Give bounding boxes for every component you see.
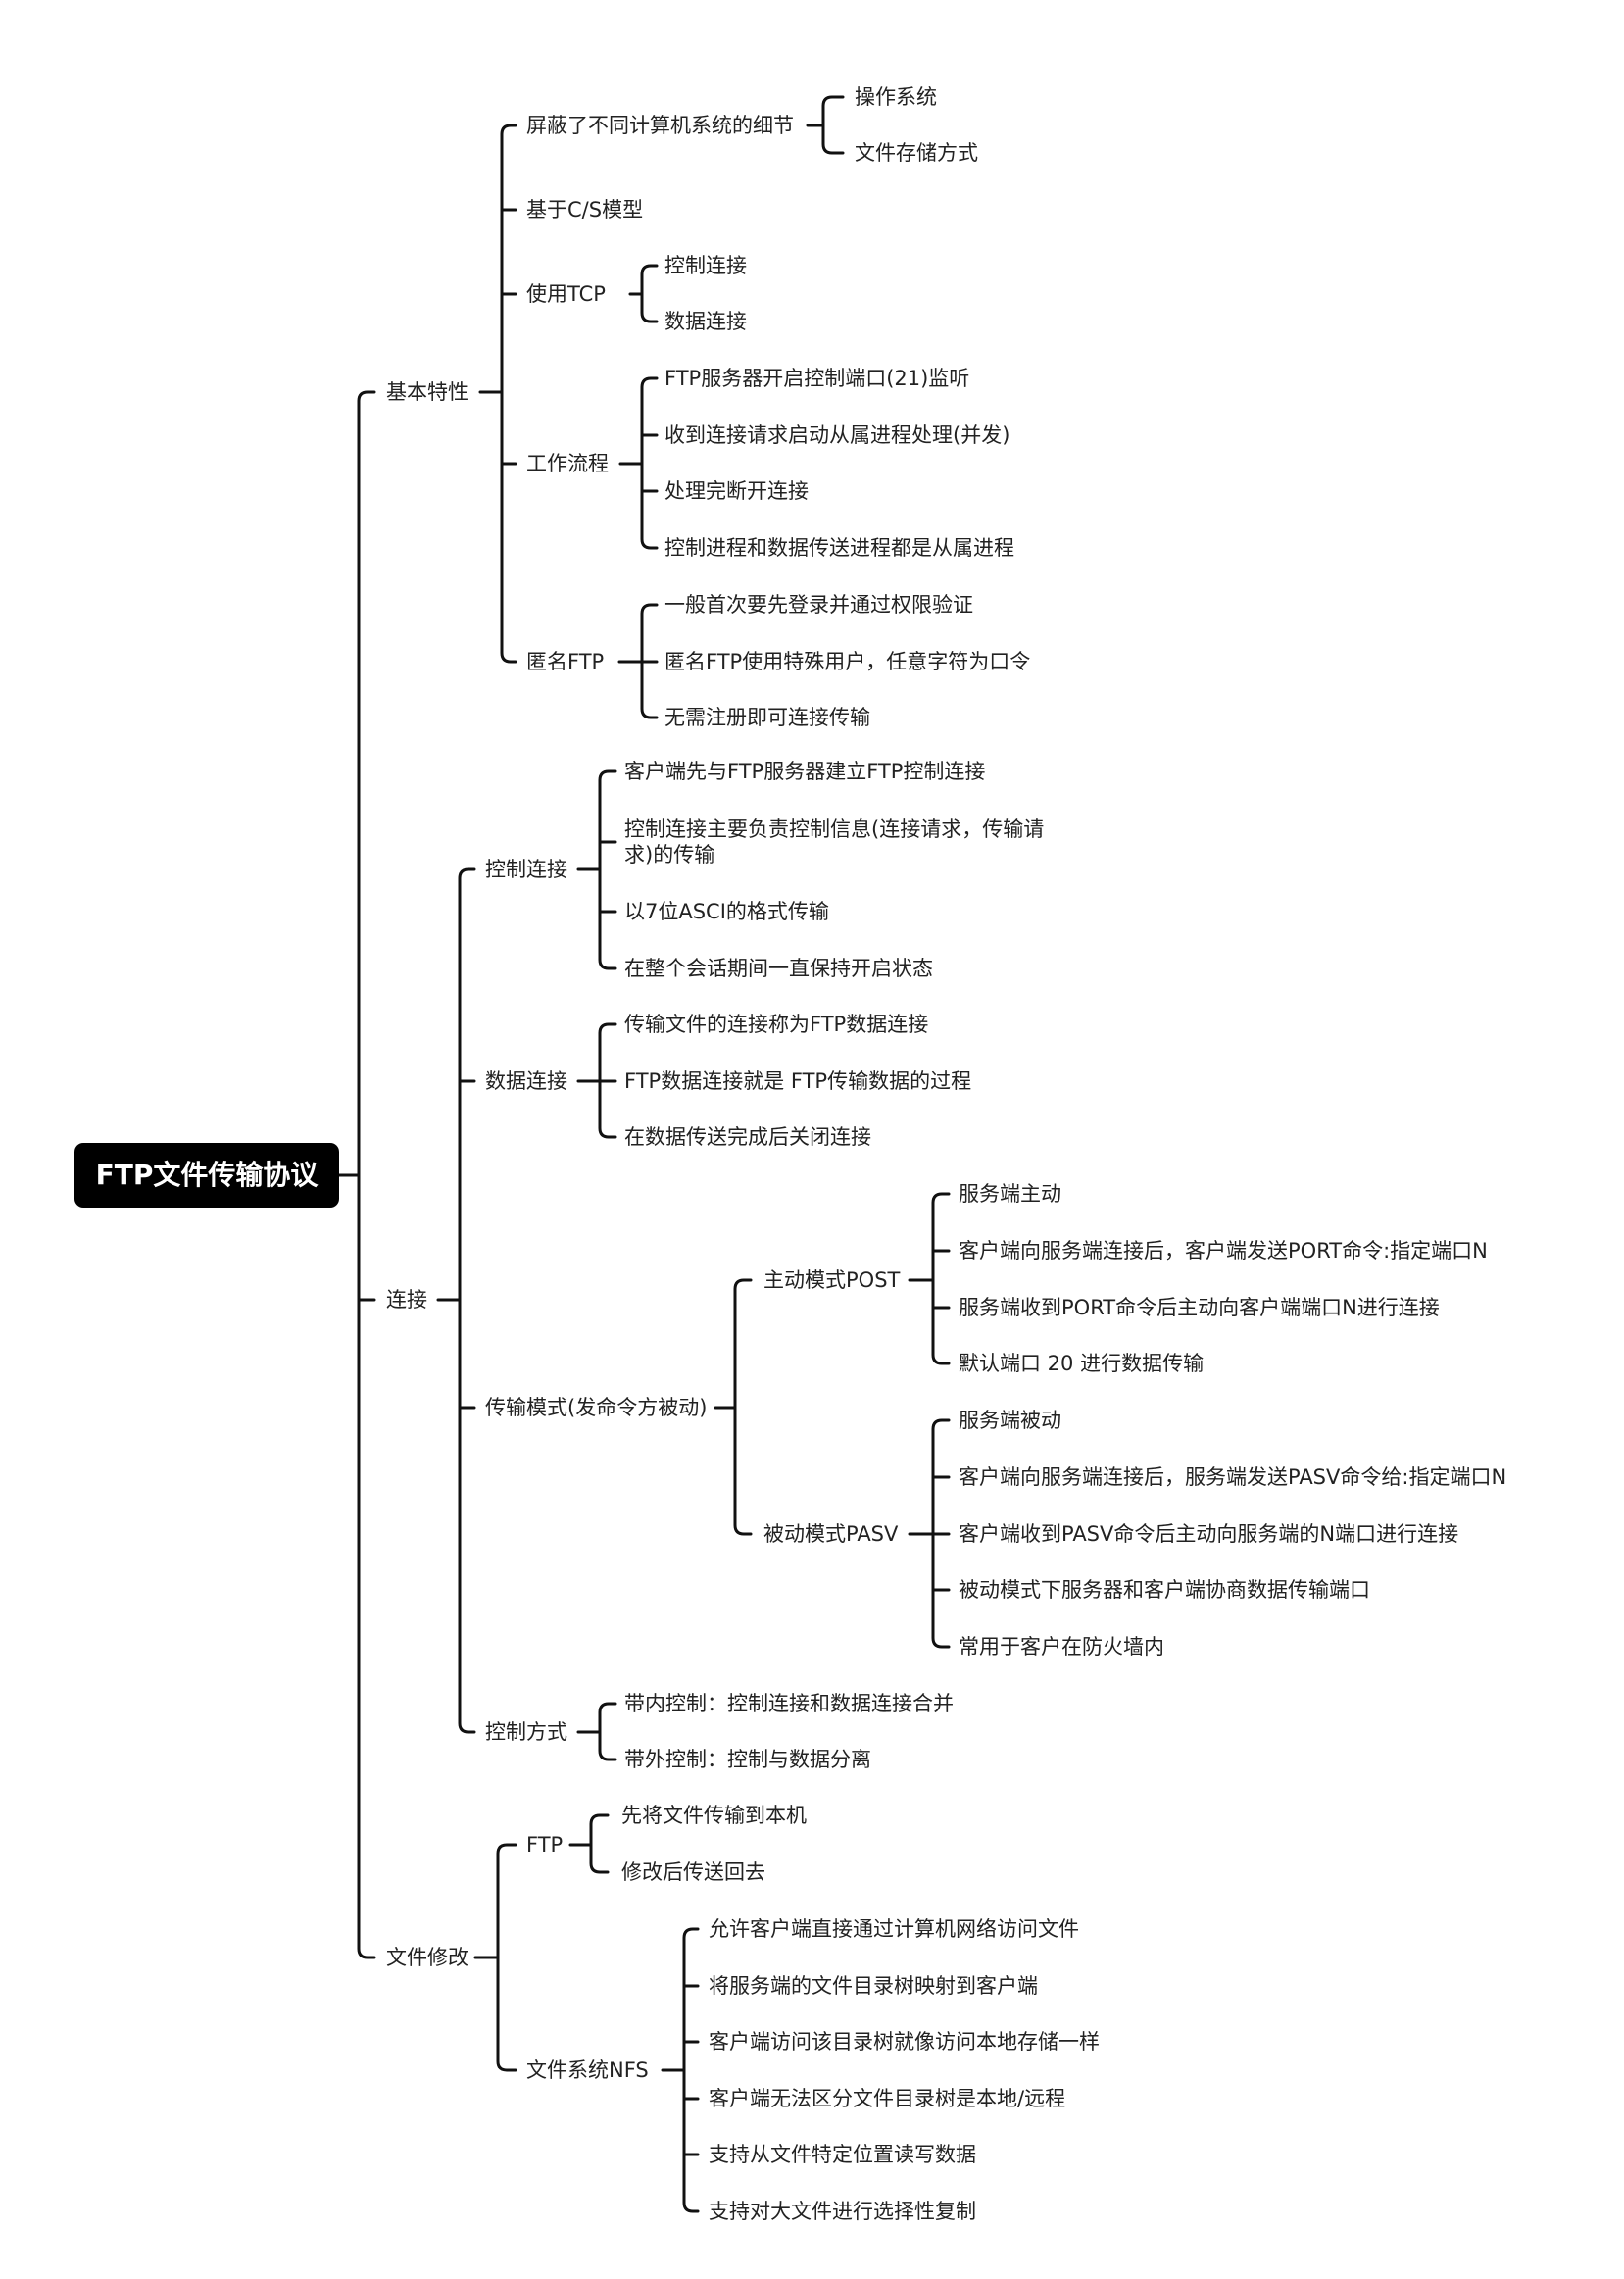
mode-bracket-spine bbox=[733, 1278, 753, 1536]
node-transfer-mode: 传输模式(发命令方被动) bbox=[485, 1396, 708, 1419]
leaf-nfs-4: 客户端无法区分文件目录树是本地/远程 bbox=[709, 2087, 1066, 2110]
leaf-anon-2: 匿名FTP使用特殊用户，任意字符为口令 bbox=[664, 650, 1031, 673]
leaf-nfs-3: 客户端访问该目录树就像访问本地存储一样 bbox=[709, 2030, 1100, 2054]
basic-bracket-spine bbox=[500, 124, 517, 664]
leaf-workflow-2: 收到连接请求启动从属进程处理(并发) bbox=[664, 423, 1010, 447]
leaf-nfs-1: 允许客户端直接通过计算机网络访问文件 bbox=[709, 1917, 1079, 1941]
leaf-tcp-data: 数据连接 bbox=[664, 310, 747, 333]
tcp-bracket-spine bbox=[640, 264, 659, 323]
leaf-nfs-5: 支持从文件特定位置读写数据 bbox=[709, 2143, 976, 2166]
system-details-bracket-spine bbox=[821, 95, 845, 155]
node-passive-mode: 被动模式PASV bbox=[763, 1522, 899, 1546]
leaf-passive-4: 被动模式下服务器和客户端协商数据传输端口 bbox=[959, 1578, 1370, 1602]
leaf-workflow-4: 控制进程和数据传送进程都是从属进程 bbox=[664, 536, 1014, 560]
leaf-workflow-3: 处理完断开连接 bbox=[664, 479, 809, 503]
leaf-active-3: 服务端收到PORT命令后主动向客户端端口N进行连接 bbox=[959, 1296, 1440, 1319]
leaf-ctrl-3: 以7位ASCI的格式传输 bbox=[624, 900, 829, 923]
leaf-ctrl-4: 在整个会话期间一直保持开启状态 bbox=[624, 957, 933, 980]
nfs-bracket-spine bbox=[682, 1927, 700, 2213]
leaf-method-2: 带外控制：控制与数据分离 bbox=[624, 1748, 871, 1771]
node-hides-system-details: 屏蔽了不同计算机系统的细节 bbox=[526, 114, 794, 137]
node-control-method: 控制方式 bbox=[485, 1720, 567, 1744]
node-workflow: 工作流程 bbox=[526, 452, 609, 475]
active-bracket-spine bbox=[931, 1192, 951, 1365]
leaf-anon-1: 一般首次要先登录并通过权限验证 bbox=[664, 593, 973, 617]
root-node: FTP文件传输协议 bbox=[74, 1143, 339, 1208]
leaf-passive-2: 客户端向服务端连接后，服务端发送PASV命令给:指定端口N bbox=[959, 1465, 1507, 1489]
branch-basic-features: 基本特性 bbox=[386, 380, 468, 404]
workflow-bracket-spine bbox=[640, 376, 659, 550]
connection-bracket-spine bbox=[458, 867, 476, 1734]
leaf-active-1: 服务端主动 bbox=[959, 1182, 1061, 1206]
leaf-method-1: 带内控制：控制连接和数据连接合并 bbox=[624, 1692, 954, 1715]
leaf-data-3: 在数据传送完成后关闭连接 bbox=[624, 1125, 871, 1149]
leaf-nfs-6: 支持对大文件进行选择性复制 bbox=[709, 2200, 976, 2223]
node-nfs: 文件系统NFS bbox=[526, 2058, 649, 2082]
control-bracket-spine bbox=[598, 769, 617, 970]
node-active-mode: 主动模式POST bbox=[763, 1268, 901, 1292]
node-control-connection: 控制连接 bbox=[485, 858, 567, 881]
ftp-bracket-spine bbox=[589, 1813, 610, 1874]
leaf-passive-1: 服务端被动 bbox=[959, 1409, 1061, 1432]
node-cs-model: 基于C/S模型 bbox=[526, 198, 644, 222]
leaf-data-1: 传输文件的连接称为FTP数据连接 bbox=[624, 1013, 929, 1036]
leaf-passive-5: 常用于客户在防火墙内 bbox=[959, 1635, 1164, 1659]
leaf-workflow-1: FTP服务器开启控制端口(21)监听 bbox=[664, 367, 970, 390]
node-uses-tcp: 使用TCP bbox=[526, 282, 606, 306]
branch-connection: 连接 bbox=[386, 1288, 427, 1312]
root-bracket-spine bbox=[357, 390, 376, 1959]
leaf-data-2: FTP数据连接就是 FTP传输数据的过程 bbox=[624, 1069, 972, 1093]
leaf-active-4: 默认端口 20 进行数据传输 bbox=[959, 1352, 1205, 1375]
method-bracket-spine bbox=[598, 1702, 617, 1761]
node-ftp: FTP bbox=[526, 1833, 564, 1857]
filemod-bracket-spine bbox=[496, 1843, 517, 2072]
leaf-ftp-1: 先将文件传输到本机 bbox=[621, 1804, 807, 1827]
leaf-ctrl-2: 控制连接主要负责控制信息(连接请求，传输请求)的传输 bbox=[624, 817, 1045, 867]
leaf-os: 操作系统 bbox=[855, 85, 937, 109]
leaf-ftp-2: 修改后传送回去 bbox=[621, 1860, 765, 1884]
leaf-anon-3: 无需注册即可连接传输 bbox=[664, 706, 870, 729]
leaf-tcp-control: 控制连接 bbox=[664, 254, 747, 277]
leaf-file-storage: 文件存储方式 bbox=[855, 141, 978, 165]
leaf-nfs-2: 将服务端的文件目录树映射到客户端 bbox=[709, 1974, 1038, 1998]
node-anonymous-ftp: 匿名FTP bbox=[526, 650, 605, 673]
leaf-passive-3: 客户端收到PASV命令后主动向服务端的N端口进行连接 bbox=[959, 1522, 1459, 1546]
node-data-connection: 数据连接 bbox=[485, 1069, 567, 1093]
leaf-ctrl-1: 客户端先与FTP服务器建立FTP控制连接 bbox=[624, 760, 986, 783]
branch-file-modification: 文件修改 bbox=[386, 1946, 468, 1969]
leaf-active-2: 客户端向服务端连接后，客户端发送PORT命令:指定端口N bbox=[959, 1239, 1488, 1263]
